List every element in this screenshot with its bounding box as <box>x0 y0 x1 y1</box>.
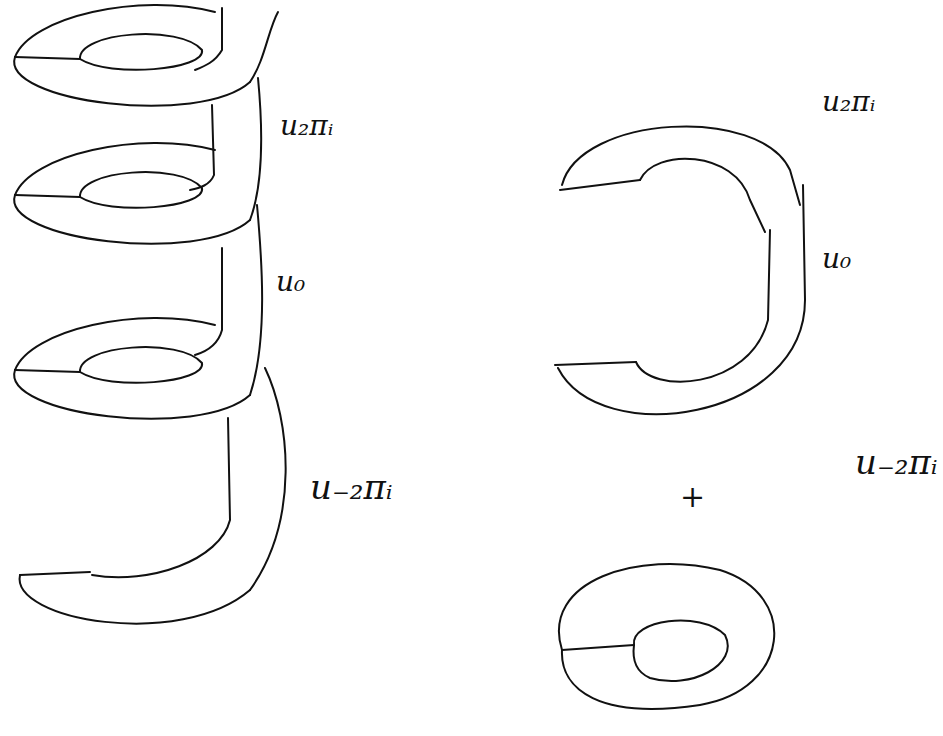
sheet-label: u₀ <box>276 268 305 296</box>
sheet-label: u₀ <box>822 245 851 273</box>
sheet-label: u₋₂πᵢ <box>310 470 393 504</box>
sheet-label: u₂πᵢ <box>280 112 333 140</box>
sheet-label: u₂πᵢ <box>822 88 875 116</box>
sheet-label: u₋₂πᵢ <box>855 445 938 479</box>
plus-sign: + <box>680 482 705 512</box>
